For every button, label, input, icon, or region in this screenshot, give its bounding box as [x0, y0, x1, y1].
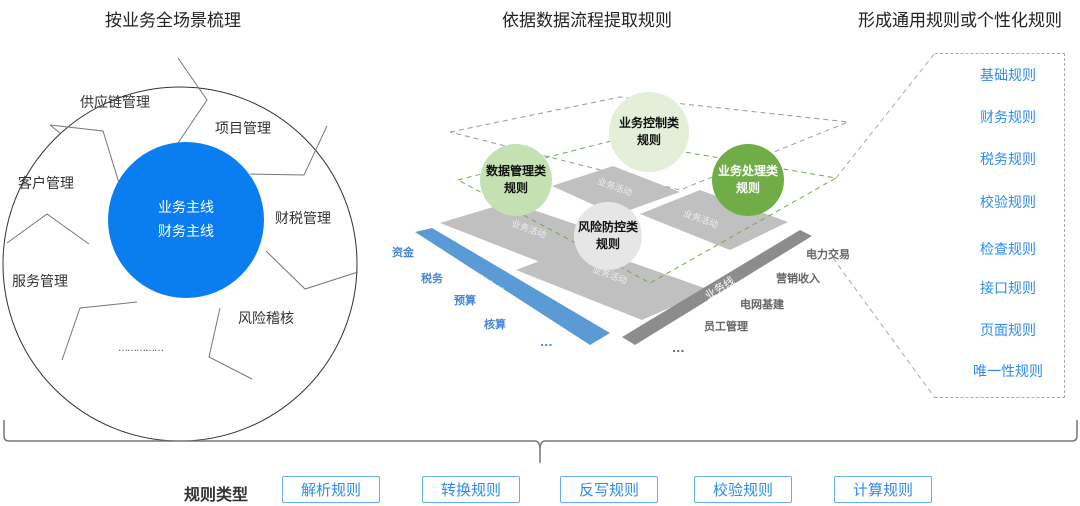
rule-type-validate-button[interactable]: 校验规则 [694, 476, 792, 503]
finance-item: 资金 [392, 246, 414, 259]
general-rule-item: 检查规则 [980, 242, 1036, 258]
rule-category-name: 业务控制类 [618, 116, 679, 130]
cycle-arrow-icon [265, 250, 359, 290]
activity-tile [552, 166, 680, 215]
general-rules-box [935, 53, 1065, 398]
rule-type-parse-button[interactable]: 解析规则 [282, 476, 380, 503]
rule-category-suffix: 规则 [595, 237, 620, 251]
business-item: 员工管理 [704, 320, 748, 333]
business-item: ... [672, 342, 685, 355]
general-rule-item: 接口规则 [980, 281, 1036, 297]
section-title-general-rules: 形成通用规则或个性化规则 [858, 11, 1062, 31]
general-rule-item: 唯一性规则 [973, 364, 1043, 380]
scenario-project: 项目管理 [215, 121, 271, 137]
section-title-scenarios: 按业务全场景梳理 [105, 11, 241, 31]
cycle-arrow-icon [49, 124, 61, 134]
rule-category-suffix: 规则 [636, 133, 661, 147]
finance-item: 核算 [484, 318, 506, 331]
rule-category-business-control: 业务控制类规则 [609, 92, 689, 172]
rule-type-convert-button[interactable]: 转换规则 [422, 476, 520, 503]
cycle-arrow-icon [61, 301, 138, 361]
business-item: 营销收入 [776, 272, 820, 285]
scenario-service: 服务管理 [12, 274, 68, 290]
finance-item: ... [540, 336, 553, 349]
cycle-arrow-icon [6, 213, 90, 245]
connector-line [832, 257, 936, 399]
rule-category-data-management: 数据管理类规则 [480, 144, 552, 216]
cycle-arrow-icon [249, 125, 328, 176]
general-rule-item: 基础规则 [980, 68, 1036, 84]
rule-category-business-processing: 业务处理类规则 [712, 144, 784, 216]
rule-type-writeback-button[interactable]: 反写规则 [560, 476, 658, 503]
scenario-customer: 客户管理 [18, 176, 74, 192]
cycle-arrow-icon [177, 57, 208, 144]
section-title-data-flow: 依据数据流程提取规则 [502, 11, 672, 31]
business-line-band [622, 230, 812, 345]
rule-type-calculate-button[interactable]: 计算规则 [834, 476, 932, 503]
core-line-finance: 财务主线 [158, 224, 214, 240]
cycle-arrow-icon [49, 124, 120, 184]
rule-types-label: 规则类型 [184, 485, 249, 504]
rule-category-risk-control: 风险防控类规则 [574, 202, 642, 270]
brace-path [3, 420, 1078, 463]
finance-item: 税务 [421, 272, 443, 285]
general-rule-item: 财务规则 [980, 110, 1036, 126]
finance-line-band [415, 228, 610, 345]
rule-category-name: 业务处理类 [717, 164, 778, 178]
scenario-risk-audit: 风险稽核 [238, 311, 294, 327]
cycle-arrow-icon [208, 307, 253, 380]
general-rule-item: 税务规则 [980, 152, 1036, 168]
general-rule-item: 页面规则 [980, 323, 1036, 339]
activity-tile [640, 190, 788, 250]
rule-category-suffix: 规则 [503, 181, 528, 195]
scenario-finance-tax: 财税管理 [275, 211, 331, 227]
general-rule-item: 校验规则 [980, 195, 1036, 211]
rule-category-name: 风险防控类 [577, 220, 638, 234]
rule-category-suffix: 规则 [735, 181, 760, 195]
core-line-business: 业务主线 [158, 200, 214, 216]
activity-tile [516, 245, 710, 320]
rule-category-name: 数据管理类 [485, 164, 546, 178]
scenario-more: …………… [118, 343, 164, 354]
lower-plane-outline [456, 139, 838, 284]
core-circle [108, 142, 264, 298]
scenario-supply-chain: 供应链管理 [80, 95, 150, 111]
finance-item: 预算 [454, 294, 476, 307]
business-item: 电网基建 [740, 298, 784, 311]
activity-tile [440, 202, 610, 262]
business-item: 电力交易 [806, 248, 850, 261]
